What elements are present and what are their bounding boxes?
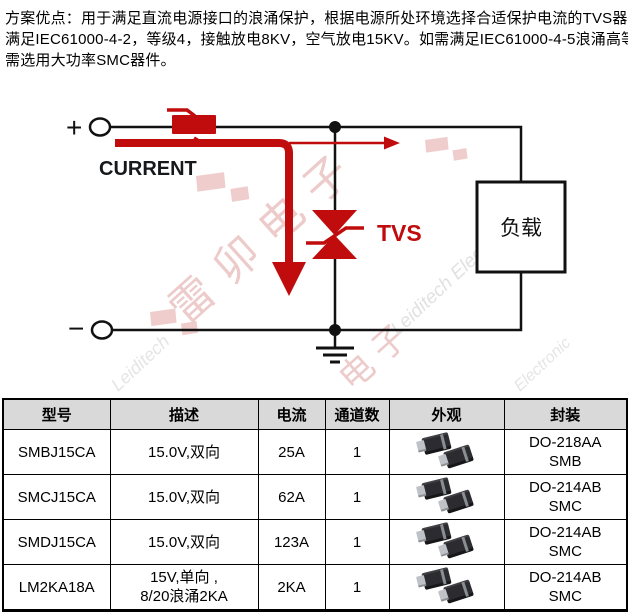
table-header-row: 型号 描述 电流 通道数 外观 封装 [2, 398, 628, 430]
package-line-2: SMC [548, 588, 582, 605]
cell-current: 25A [257, 429, 326, 475]
cell-package: DO-218AA SMB [503, 429, 628, 475]
junction-dot [329, 121, 341, 133]
intro-paragraph: 方案优点：用于满足直流电源接口的浪涌保护，根据电源所处环境选择合适保护电流的TV… [5, 8, 628, 71]
watermark-logo-icon [196, 172, 250, 202]
header-package: 封装 [503, 398, 628, 430]
cell-current: 123A [257, 519, 326, 565]
tvs-circuit-diagram: 雷卯电子 电子 Leiditech Electronic Leiditech E… [66, 108, 574, 395]
cell-appearance [388, 474, 505, 520]
package-line-1: DO-218AA [528, 434, 602, 451]
cell-appearance [388, 429, 505, 475]
cell-package: DO-214AB SMC [503, 564, 628, 611]
wire-top [110, 125, 523, 182]
fuse-icon [167, 108, 222, 145]
junction-dot [329, 324, 341, 336]
cell-current: 62A [257, 474, 326, 520]
cell-model: SMDJ15CA [2, 519, 111, 565]
package-line-1: DO-214AB [528, 524, 602, 541]
smd-package-image [409, 476, 485, 516]
header-current: 电流 [257, 398, 326, 430]
load-current-arrow [289, 136, 400, 150]
parts-table: 型号 描述 电流 通道数 外观 封装 SMBJ15CA 15.0V,双向 25A… [2, 398, 628, 612]
tvs-diode-icon [306, 210, 364, 259]
intro-line-3: 需选用大功率SMC器件。 [5, 52, 176, 69]
minus-terminal-icon [90, 320, 114, 340]
cell-channels: 1 [324, 519, 390, 565]
package-line-1: DO-214AB [528, 479, 602, 496]
watermark-en-text: Leiditech [107, 331, 173, 395]
description-text: 15.0V,双向 [148, 443, 220, 461]
tvs-label: TVS [377, 220, 422, 246]
smd-package-image [409, 521, 485, 561]
cell-model: SMCJ15CA [2, 474, 111, 520]
cell-description: 15.0V,双向 [109, 429, 259, 475]
cell-model: SMBJ15CA [2, 429, 111, 475]
description-text: 15.0V,双向 [148, 488, 220, 506]
watermark-logo-icon [150, 308, 199, 336]
wire-bottom [112, 272, 523, 332]
description-text: 15.0V,双向 [148, 533, 220, 551]
table-row: LM2KA18A 15V,单向 , 8/20浪涌2KA 2KA 1 DO-214… [2, 564, 628, 611]
surge-current-arrow [115, 139, 306, 296]
package-line-2: SMB [548, 453, 582, 470]
ground-icon [316, 346, 354, 364]
plus-terminal-label: + [66, 112, 82, 143]
cell-description: 15.0V,双向 [109, 519, 259, 565]
cell-description: 15.0V,双向 [109, 474, 259, 520]
description-text-line2: 8/20浪涌2KA [140, 588, 228, 605]
cell-appearance [388, 564, 505, 611]
header-channels: 通道数 [324, 398, 390, 430]
header-model: 型号 [2, 398, 111, 430]
current-label: CURRENT [99, 158, 197, 180]
cell-appearance [388, 519, 505, 565]
header-description: 描述 [109, 398, 259, 430]
cell-description: 15V,单向 , 8/20浪涌2KA [109, 564, 259, 611]
minus-terminal-label: − [68, 313, 84, 344]
cell-channels: 1 [324, 564, 390, 611]
smd-package-image [409, 431, 485, 471]
watermark-en-text: Electronic [511, 335, 574, 395]
table-row: SMBJ15CA 15.0V,双向 25A 1 DO-218AA SMB [2, 429, 628, 475]
package-line-1: DO-214AB [528, 569, 602, 586]
load-box [475, 180, 567, 274]
cell-model: LM2KA18A [2, 564, 111, 611]
description-text: 15V,单向 , [150, 569, 218, 586]
table-row: SMDJ15CA 15.0V,双向 123A 1 DO-214AB SMC [2, 519, 628, 565]
cell-current: 2KA [257, 564, 326, 611]
package-line-2: SMC [548, 543, 582, 560]
cell-channels: 1 [324, 474, 390, 520]
cell-package: DO-214AB SMC [503, 474, 628, 520]
package-line-2: SMC [548, 498, 582, 515]
header-appearance: 外观 [388, 398, 505, 430]
load-label: 负载 [500, 217, 542, 240]
smd-package-image [409, 566, 485, 606]
cell-channels: 1 [324, 429, 390, 475]
intro-line-2: 满足IEC61000-4-2，等级4，接触放电8KV，空气放电15KV。如需满足… [5, 31, 628, 48]
plus-terminal-icon [88, 117, 112, 137]
watermark-logo-icon [425, 136, 468, 161]
cell-package: DO-214AB SMC [503, 519, 628, 565]
table-row: SMCJ15CA 15.0V,双向 62A 1 DO-214AB SMC [2, 474, 628, 520]
intro-line-1: 方案优点：用于满足直流电源接口的浪涌保护，根据电源所处环境选择合适保护电流的TV… [5, 10, 628, 27]
